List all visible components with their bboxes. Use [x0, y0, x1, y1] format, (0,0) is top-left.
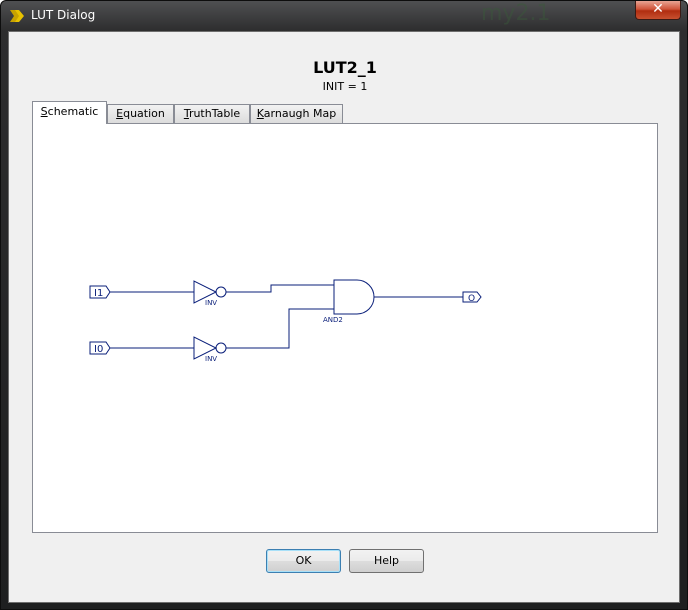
close-icon: ✕ [652, 1, 664, 17]
init-value: INIT = 1 [322, 80, 368, 93]
inverter-label-2: INV [205, 355, 217, 363]
xilinx-logo-icon [9, 8, 25, 24]
schematic-diagram: I1 I0 INV INV AND2 O [89, 279, 482, 363]
and-gate [333, 279, 375, 315]
tab-schematic[interactable]: Schematic [32, 101, 107, 124]
and-gate-label: AND2 [323, 316, 343, 324]
output-port-o [462, 291, 482, 303]
tab-label: Karnaugh Map [256, 107, 337, 120]
dialog-client-area: LUT2_1 INIT = 1 Schematic Equation Truth… [8, 31, 680, 603]
ok-button[interactable]: OK [266, 549, 341, 573]
input-port-i0 [89, 341, 111, 355]
wire [226, 284, 334, 293]
tab-truthtable[interactable]: TruthTable [174, 104, 250, 123]
inverter-bubble-1 [215, 286, 227, 298]
wire [226, 308, 334, 349]
inverter-label-1: INV [205, 299, 217, 307]
tab-equation[interactable]: Equation [107, 104, 174, 123]
help-button[interactable]: Help [349, 549, 424, 573]
tab-label: Equation [116, 107, 165, 120]
output-label: O [468, 294, 475, 304]
window-title: LUT Dialog [31, 8, 96, 22]
inverter-gate-1 [193, 280, 218, 304]
tab-karnaugh-map[interactable]: Karnaugh Map [250, 104, 343, 123]
tab-label: Schematic [40, 105, 99, 118]
lut-name-heading: LUT2_1 [313, 58, 377, 77]
inverter-bubble-2 [215, 342, 227, 354]
input-port-i1 [89, 285, 111, 299]
close-button[interactable]: ✕ [635, 1, 681, 20]
schematic-pane: I1 I0 INV INV AND2 O [32, 123, 658, 533]
title-bar[interactable]: LUT Dialog my2.1 ✕ [1, 1, 687, 31]
inverter-gate-2 [193, 336, 218, 360]
input-label-i1: I1 [94, 288, 103, 299]
tab-label: TruthTable [183, 107, 241, 120]
input-label-i0: I0 [94, 344, 103, 355]
background-watermark: my2.1 [481, 1, 551, 26]
